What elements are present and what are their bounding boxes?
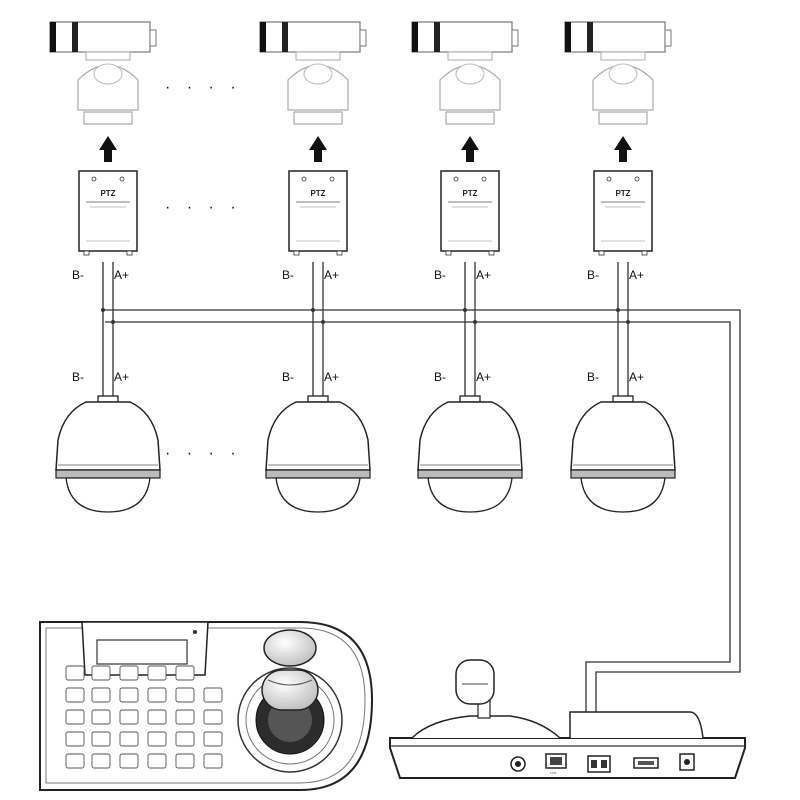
pan-tilt-head-icon bbox=[77, 51, 139, 125]
keypad-key bbox=[147, 687, 167, 703]
lcd-screen bbox=[96, 639, 188, 665]
keypad-key bbox=[203, 687, 223, 703]
bus-line-b bbox=[105, 321, 731, 760]
pan-tilt-head-icon bbox=[592, 51, 654, 125]
keypad bbox=[65, 665, 223, 769]
svg-text:LINK: LINK bbox=[550, 771, 557, 775]
keypad-key bbox=[65, 709, 85, 725]
keypad-key bbox=[91, 665, 111, 681]
wire-label-a-bottom: A+ bbox=[114, 370, 129, 384]
wire-label-b-top: B- bbox=[72, 268, 84, 282]
speed-dome-icon bbox=[417, 395, 523, 513]
speed-dome-icon bbox=[55, 395, 161, 513]
keypad-key bbox=[65, 687, 85, 703]
keypad-key bbox=[91, 753, 111, 769]
box-camera-icon bbox=[411, 21, 519, 53]
ptz-decoder-icon: PTZ bbox=[593, 170, 653, 256]
pan-tilt-head-icon bbox=[287, 51, 349, 125]
keypad-key bbox=[91, 687, 111, 703]
keypad-key bbox=[65, 753, 85, 769]
pan-tilt-head-icon bbox=[439, 51, 501, 125]
wire-label-b-bottom: B- bbox=[282, 370, 294, 384]
ptz-decoder-icon: PTZ bbox=[440, 170, 500, 256]
wire-label-b-top: B- bbox=[282, 268, 294, 282]
wire-label-b-top: B- bbox=[587, 268, 599, 282]
keypad-key bbox=[147, 709, 167, 725]
box-camera-icon bbox=[564, 21, 672, 53]
decoder-title: PTZ bbox=[462, 189, 477, 198]
keypad-key bbox=[203, 709, 223, 725]
camera-column-1: PTZ B- A+ B- A+ bbox=[49, 21, 161, 513]
camera-column-3: PTZ B- A+ B- A+ bbox=[411, 21, 523, 513]
up-arrow-icon bbox=[99, 136, 117, 162]
keypad-key bbox=[147, 753, 167, 769]
keypad-key bbox=[119, 687, 139, 703]
decoder-title: PTZ bbox=[310, 189, 325, 198]
keypad-key bbox=[119, 709, 139, 725]
wire-label-b-bottom: B- bbox=[72, 370, 84, 384]
up-arrow-icon bbox=[614, 136, 632, 162]
speed-dome-icon bbox=[265, 395, 371, 513]
wire-label-b-bottom: B- bbox=[587, 370, 599, 384]
bus-line-a bbox=[105, 309, 741, 760]
ellipsis-domes: · · · · bbox=[165, 445, 242, 462]
camera-columns: PTZ B- A+ B- A+ PTZ B- A+ B- A+ PTZ B- A+ B- A+ PTZ B- A+… bbox=[49, 21, 676, 513]
wire-label-a-bottom: A+ bbox=[629, 370, 644, 384]
joystick-icon bbox=[237, 629, 343, 773]
ptz-decoder-icon: PTZ bbox=[288, 170, 348, 256]
decoder-title: PTZ bbox=[100, 189, 115, 198]
keyboard-controller-rear: LINK bbox=[389, 659, 746, 779]
box-camera-icon bbox=[49, 21, 157, 53]
box-camera-icon bbox=[259, 21, 367, 53]
keypad-key bbox=[91, 709, 111, 725]
keypad-key bbox=[119, 731, 139, 747]
camera-column-4: PTZ B- A+ B- A+ bbox=[564, 21, 676, 513]
wire-label-b-top: B- bbox=[434, 268, 446, 282]
keypad-key bbox=[175, 753, 195, 769]
wire-label-a-top: A+ bbox=[324, 268, 339, 282]
keypad-key bbox=[91, 731, 111, 747]
wire-label-a-top: A+ bbox=[629, 268, 644, 282]
wire-label-a-bottom: A+ bbox=[324, 370, 339, 384]
rs485-bus bbox=[105, 309, 741, 760]
wire-label-a-top: A+ bbox=[476, 268, 491, 282]
keypad-key bbox=[175, 687, 195, 703]
keypad-key bbox=[203, 731, 223, 747]
keypad-key bbox=[175, 731, 195, 747]
keypad-key bbox=[65, 665, 85, 681]
ellipsis-decoders: · · · · bbox=[165, 199, 242, 216]
up-arrow-icon bbox=[309, 136, 327, 162]
wire-label-a-top: A+ bbox=[114, 268, 129, 282]
keypad-key bbox=[147, 731, 167, 747]
keypad-key bbox=[175, 665, 195, 681]
keypad-key bbox=[175, 709, 195, 725]
keypad-key bbox=[65, 731, 85, 747]
wire-label-a-bottom: A+ bbox=[476, 370, 491, 384]
ellipsis-cameras: · · · · bbox=[165, 79, 242, 96]
keypad-key bbox=[147, 665, 167, 681]
speed-dome-icon bbox=[570, 395, 676, 513]
ptz-decoder-icon: PTZ bbox=[78, 170, 138, 256]
keypad-key bbox=[119, 665, 139, 681]
up-arrow-icon bbox=[461, 136, 479, 162]
decoder-title: PTZ bbox=[615, 189, 630, 198]
keypad-key bbox=[203, 753, 223, 769]
keypad-key bbox=[119, 753, 139, 769]
keyboard-controller-top bbox=[39, 621, 374, 791]
camera-column-2: PTZ B- A+ B- A+ bbox=[259, 21, 371, 513]
wire-label-b-bottom: B- bbox=[434, 370, 446, 384]
